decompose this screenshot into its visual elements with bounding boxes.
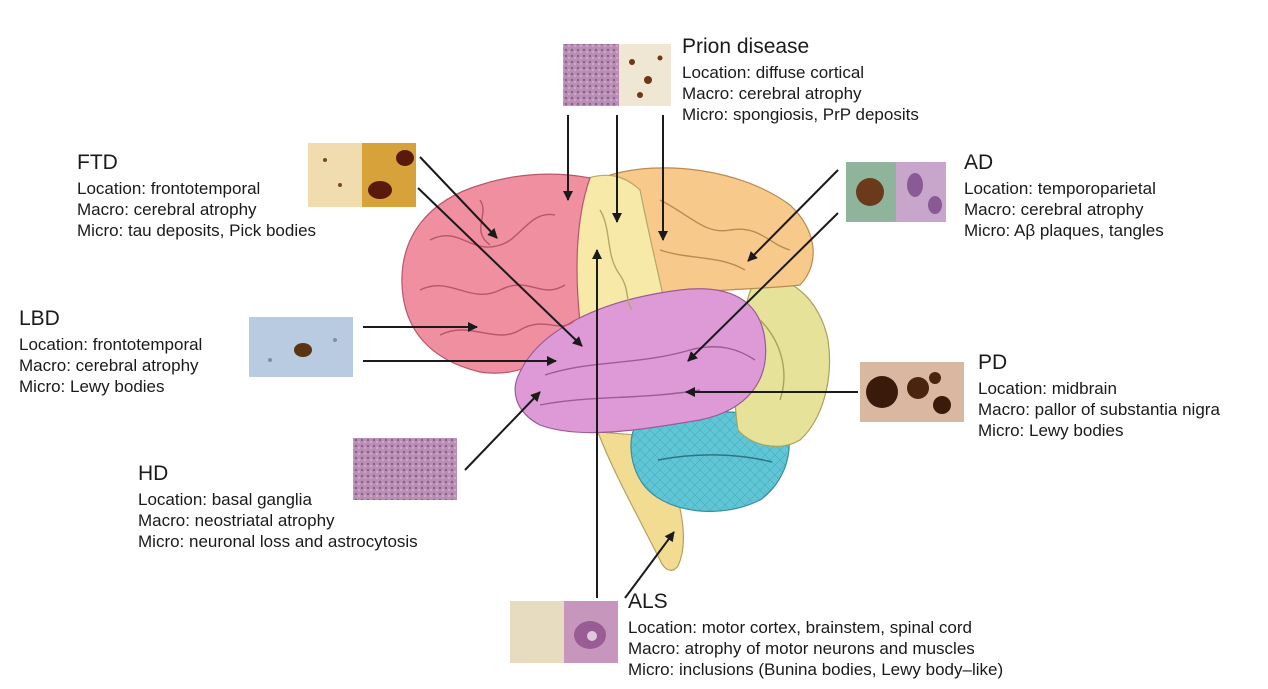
pd-micro: Micro: Lewy bodies [978, 421, 1124, 440]
als-histology [510, 601, 618, 663]
lbd-histology [249, 317, 353, 377]
prion-histology [563, 44, 671, 106]
als-title: ALS [628, 590, 668, 613]
ad-location: Location: temporoparietal [964, 179, 1156, 198]
als-micro: Micro: inclusions (Bunina bodies, Lewy b… [628, 660, 1004, 679]
arrow-ad-2 [687, 212, 839, 362]
arrows [363, 115, 858, 599]
lbd-macro: Macro: cerebral atrophy [19, 356, 199, 375]
ftd-histology [308, 143, 416, 207]
prion-macro: Macro: cerebral atrophy [682, 84, 862, 103]
ftd-location: Location: frontotemporal [77, 179, 261, 198]
prion-title: Prion disease [682, 35, 810, 58]
prion-location: Location: diffuse cortical [682, 63, 865, 82]
ftd-title: FTD [77, 151, 118, 174]
pd-location: Location: midbrain [978, 379, 1117, 398]
ad-micro: Micro: Aβ plaques, tangles [964, 221, 1164, 240]
arrow-ftd-2 [417, 187, 583, 347]
pd-label: PD Location: midbrain Macro: pallor of s… [978, 350, 1220, 441]
lbd-title: LBD [19, 307, 60, 330]
ad-macro: Macro: cerebral atrophy [964, 200, 1144, 219]
pd-title: PD [978, 351, 1008, 374]
als-label: ALS Location: motor cortex, brainstem, s… [628, 589, 1003, 680]
cerebellum-fissure [657, 454, 773, 463]
ftd-macro: Macro: cerebral atrophy [77, 200, 257, 219]
ad-label: AD Location: temporoparietal Macro: cere… [964, 150, 1164, 241]
hd-histology [353, 438, 457, 500]
hd-title: HD [138, 462, 169, 485]
ftd-micro: Micro: tau deposits, Pick bodies [77, 221, 317, 240]
arrow-als-2 [624, 531, 675, 599]
arrow-ad-1 [747, 169, 839, 262]
lbd-micro: Micro: Lewy bodies [19, 377, 165, 396]
lbd-location: Location: frontotemporal [19, 335, 203, 354]
ftd-label: FTD Location: frontotemporal Macro: cere… [77, 150, 316, 241]
hd-label: HD Location: basal ganglia Macro: neostr… [138, 461, 418, 552]
hd-location: Location: basal ganglia [138, 490, 312, 509]
pd-histology [860, 362, 964, 422]
hd-macro: Macro: neostriatal atrophy [138, 511, 335, 530]
temporal-lobe [514, 288, 767, 434]
prion-label: Prion disease Location: diffuse cortical… [682, 34, 919, 125]
arrow-hd [464, 391, 541, 471]
prion-micro: Micro: spongiosis, PrP deposits [682, 105, 919, 124]
arrow-ftd-1 [419, 156, 498, 239]
ad-title: AD [964, 151, 994, 174]
lbd-label: LBD Location: frontotemporal Macro: cere… [19, 306, 202, 397]
frontal-lobe [401, 173, 591, 374]
hd-micro: Micro: neuronal loss and astrocytosis [138, 532, 418, 551]
ad-histology [846, 162, 946, 222]
als-macro: Macro: atrophy of motor neurons and musc… [628, 639, 975, 658]
als-location: Location: motor cortex, brainstem, spina… [628, 618, 972, 637]
pd-macro: Macro: pallor of substantia nigra [978, 400, 1220, 419]
